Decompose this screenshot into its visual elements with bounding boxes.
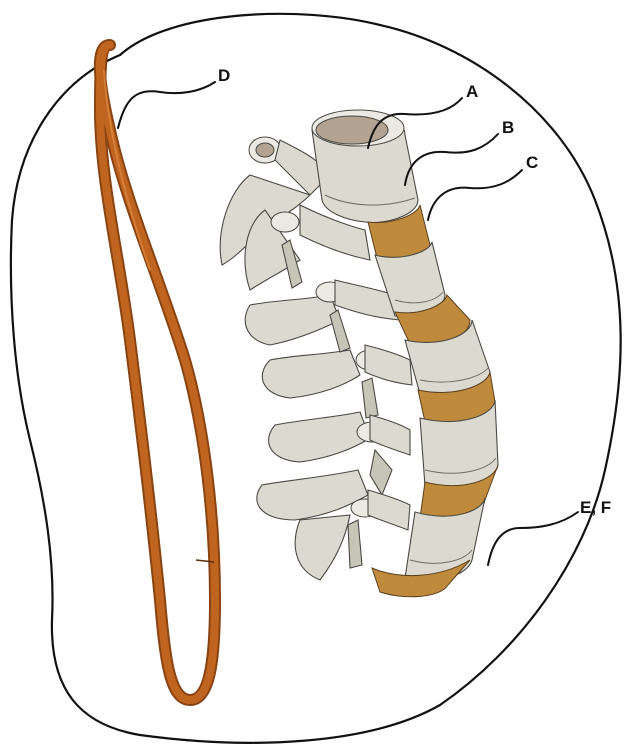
leader-line-c <box>428 170 522 220</box>
spine-model <box>220 110 498 597</box>
elastic-band-d <box>100 45 215 700</box>
label-ef: E, F <box>580 498 611 517</box>
label-a: A <box>466 82 478 101</box>
label-b: B <box>502 118 514 137</box>
leader-line-d <box>118 82 215 128</box>
leader-line-ef <box>488 512 578 565</box>
label-d: D <box>218 66 230 85</box>
leader-line-b <box>405 134 498 185</box>
label-c: C <box>526 153 538 172</box>
